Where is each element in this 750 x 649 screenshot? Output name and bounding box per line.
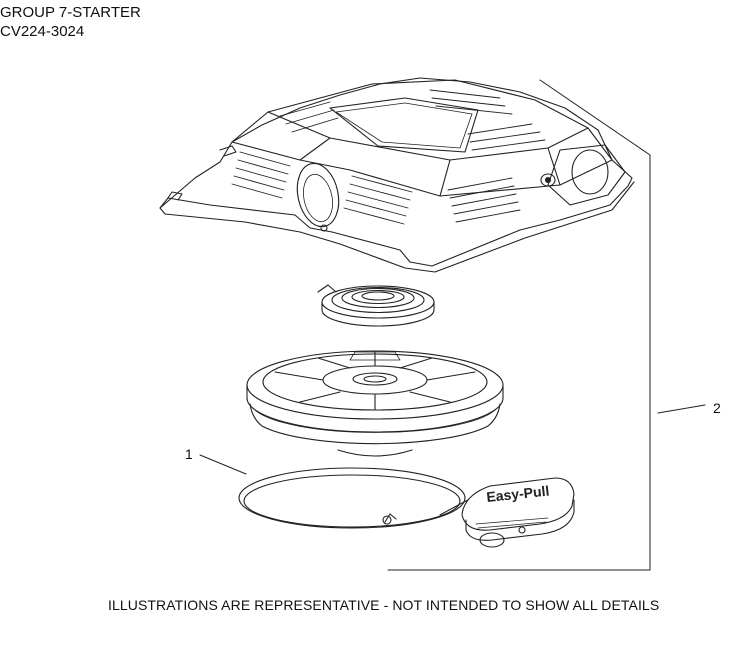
leader-line-2 (657, 404, 706, 414)
starter-rope (238, 467, 469, 529)
group-title: GROUP 7-STARTER (0, 4, 141, 21)
leader-lines (199, 404, 706, 475)
recoil-spring (317, 284, 435, 327)
blower-housing (159, 77, 635, 273)
diagram-header: GROUP 7-STARTER CV224-3024 (0, 3, 141, 41)
callout-1: 1 (185, 446, 193, 462)
model-number: CV224-3024 (0, 23, 85, 40)
leader-line-1 (199, 454, 247, 475)
starter-pulley (246, 350, 504, 457)
assembly-bracket (387, 79, 651, 571)
handle-brand-text: Easy-Pull (486, 482, 550, 505)
callout-2: 2 (713, 400, 721, 416)
easy-pull-handle (461, 477, 575, 548)
disclaimer-text: ILLUSTRATIONS ARE REPRESENTATIVE - NOT I… (108, 597, 660, 613)
